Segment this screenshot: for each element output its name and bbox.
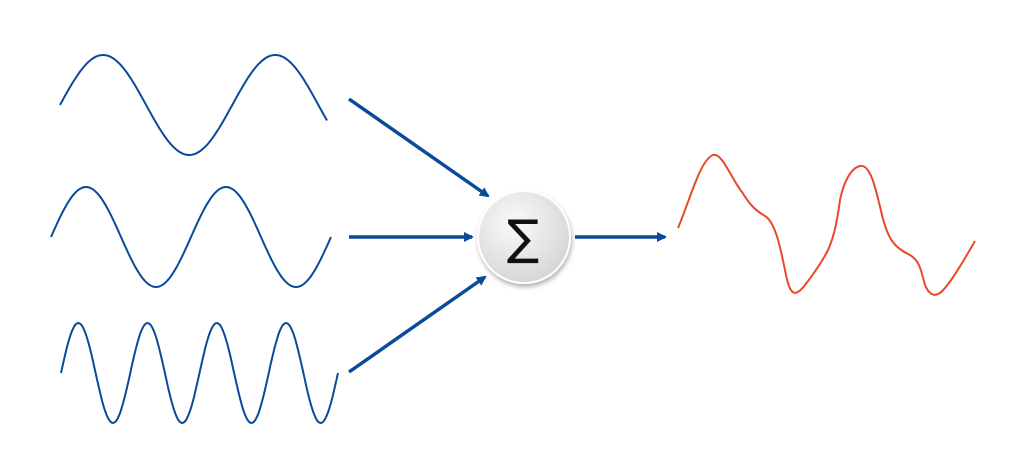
input-sine-wave-3 xyxy=(60,322,339,424)
arrow-wave-1-to-sum xyxy=(347,97,490,198)
input-sine-wave-1 xyxy=(59,54,328,156)
input-sine-wave-2 xyxy=(50,185,332,289)
arrow-wave-3-to-sum xyxy=(347,275,487,374)
sum-node: ∑ xyxy=(477,190,571,284)
output-summed-wave xyxy=(677,153,976,296)
sigma-symbol: ∑ xyxy=(507,210,539,266)
